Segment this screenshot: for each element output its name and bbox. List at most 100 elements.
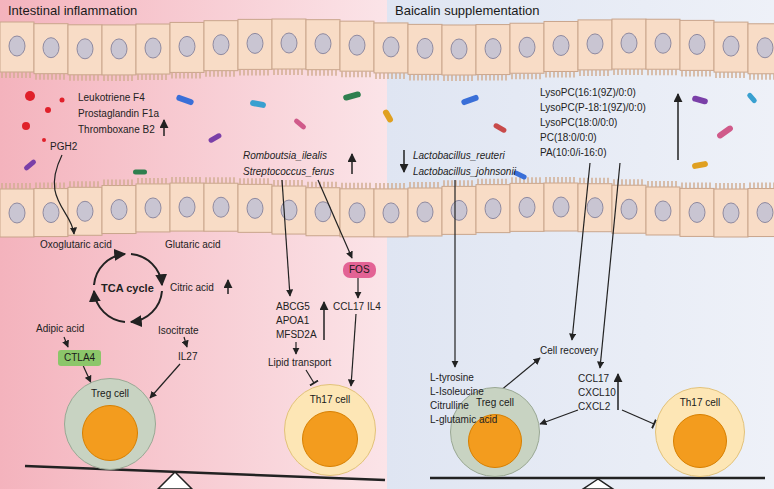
microvillus: [413, 74, 415, 80]
microvillus: [595, 70, 597, 76]
microvillus: [587, 70, 589, 76]
microvillus: [43, 74, 45, 80]
cell: [170, 22, 204, 72]
microvillus: [289, 69, 291, 75]
label-text: L-Isoleucine: [430, 385, 484, 398]
dot: [25, 91, 35, 101]
microvillus: [25, 72, 27, 78]
microvillus: [369, 183, 371, 189]
microvillus: [319, 70, 321, 76]
microvillus: [705, 70, 707, 76]
microvillus: [443, 180, 445, 186]
microvillus: [353, 183, 355, 189]
nucleus: [451, 39, 467, 59]
inhibit-line: [622, 410, 654, 424]
label-text: Thromboxane B2: [78, 123, 155, 136]
microvillus: [341, 71, 343, 77]
microvillus: [259, 69, 261, 75]
nucleus: [553, 197, 569, 217]
microvillus: [345, 183, 347, 189]
microvillus: [301, 180, 303, 186]
microvillus: [743, 183, 745, 189]
microvillus: [409, 182, 411, 188]
cell: [374, 23, 408, 73]
microvillus: [625, 69, 627, 75]
microvillus: [127, 75, 129, 81]
microvillus: [489, 179, 491, 185]
microvillus: [273, 69, 275, 75]
up-arrow: [163, 120, 165, 136]
microvillus: [361, 71, 363, 77]
microvillus: [369, 71, 371, 77]
nucleus: [723, 36, 739, 56]
microvillus: [421, 182, 423, 188]
arrow: [282, 180, 290, 296]
microvillus: [255, 69, 257, 75]
microvillus: [765, 74, 767, 80]
microvillus: [519, 177, 521, 183]
microvillus: [655, 69, 657, 75]
nucleus: [587, 198, 603, 218]
microvillus: [697, 70, 699, 76]
microvillus: [43, 183, 45, 189]
cell: [442, 186, 476, 234]
nucleus: [553, 35, 569, 55]
microvillus: [191, 177, 193, 183]
fulcrum: [583, 479, 613, 489]
label-text: Citrulline: [430, 399, 469, 412]
dot: [22, 122, 30, 130]
microvillus: [637, 179, 639, 185]
microvillus: [565, 177, 567, 183]
microvillus: [331, 70, 333, 76]
microvillus: [749, 74, 751, 80]
cell: [578, 184, 612, 232]
nucleus: [757, 203, 773, 223]
cycle-arc: [131, 291, 162, 322]
arrow: [540, 410, 578, 424]
nucleus: [247, 198, 263, 218]
microvillus: [399, 73, 401, 79]
microvillus: [247, 178, 249, 184]
microvillus: [39, 183, 41, 189]
bacterium: [382, 108, 394, 123]
microvillus: [307, 70, 309, 76]
microvillus: [735, 183, 737, 189]
label-text: Lactobacillus_reuteri: [413, 149, 505, 162]
microvillus: [311, 182, 313, 188]
microvillus: [263, 69, 265, 75]
cell: [136, 24, 170, 74]
cell: [170, 183, 204, 231]
microvillus: [307, 182, 309, 188]
cell: [340, 21, 374, 71]
microvillus: [107, 180, 109, 186]
microvillus: [477, 179, 479, 185]
microvillus: [17, 183, 19, 189]
microvillus: [429, 182, 431, 188]
microvillus: [69, 181, 71, 187]
label-text: L-glutamic acid: [430, 413, 497, 426]
microvillus: [481, 75, 483, 81]
microvillus: [671, 69, 673, 75]
microvillus: [689, 182, 691, 188]
bacterium: [461, 94, 480, 106]
microvillus: [349, 71, 351, 77]
microvillus: [55, 74, 57, 80]
microvillus: [131, 180, 133, 186]
microvillus: [595, 178, 597, 184]
microvillus: [485, 179, 487, 185]
cell: [68, 25, 102, 75]
microvillus: [769, 183, 771, 189]
microvillus: [603, 178, 605, 184]
microvillus: [681, 182, 683, 188]
label-text: LysoPC(P-18:1(9Z)/0:0): [540, 101, 646, 114]
microvillus: [545, 71, 547, 77]
arrow: [150, 364, 180, 398]
connector: [83, 366, 90, 382]
microvillus: [149, 74, 151, 80]
microvillus: [127, 180, 129, 186]
microvillus: [209, 71, 211, 77]
microvillus: [505, 75, 507, 81]
panel-heading: Intestinal inflammation: [8, 3, 137, 18]
nucleus: [111, 200, 127, 220]
microvillus: [569, 71, 571, 77]
